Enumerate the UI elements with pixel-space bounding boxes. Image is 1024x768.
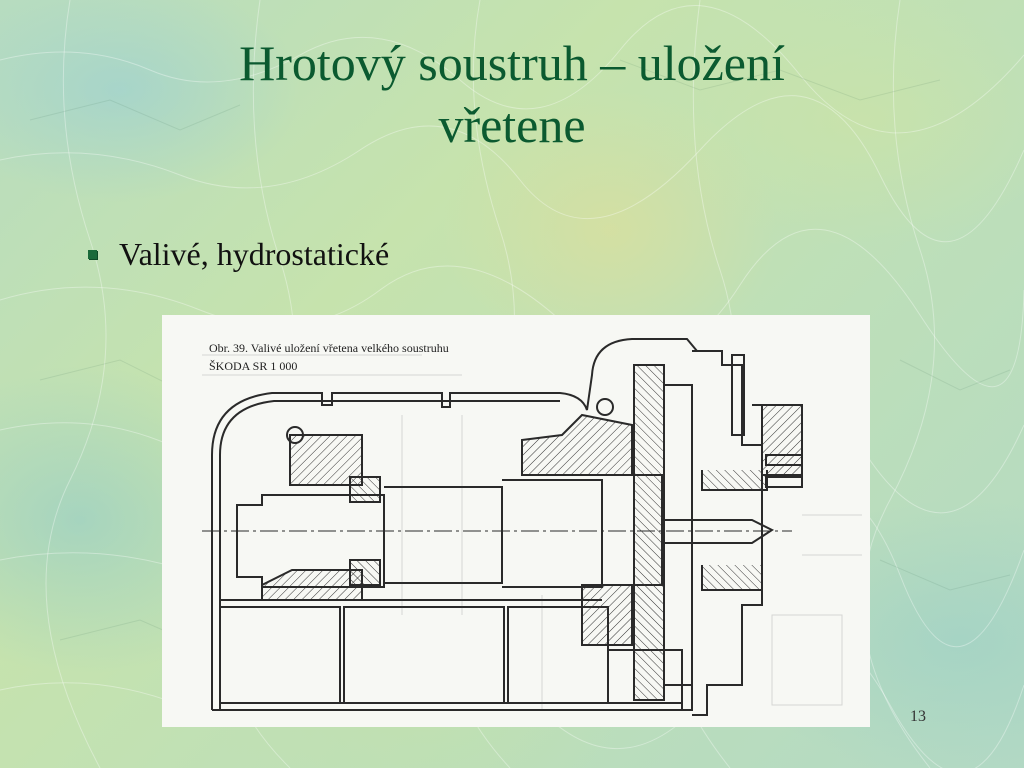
figure-caption-line-1: Obr. 39. Valivé uložení vřetena velkého … bbox=[209, 341, 449, 355]
slide-number: 13 bbox=[910, 708, 926, 725]
bullet-text: Valivé, hydrostatické bbox=[119, 235, 390, 272]
slide-title-line-1: Hrotový soustruh – uložení bbox=[239, 35, 785, 91]
spindle-bearing-drawing: Obr. 39. Valivé uložení vřetena velkého … bbox=[162, 315, 870, 727]
bullet-item: Valivé, hydrostatické bbox=[88, 232, 389, 276]
square-bullet-icon bbox=[88, 249, 97, 259]
figure-caption-line-2: ŠKODA SR 1 000 bbox=[209, 359, 298, 373]
technical-drawing bbox=[202, 338, 862, 716]
slide-title: Hrotový soustruh – uložení vřetene bbox=[60, 32, 964, 156]
figure-caption: Obr. 39. Valivé uložení vřetena velkého … bbox=[209, 339, 449, 375]
slide-title-line-2: vřetene bbox=[438, 97, 586, 153]
